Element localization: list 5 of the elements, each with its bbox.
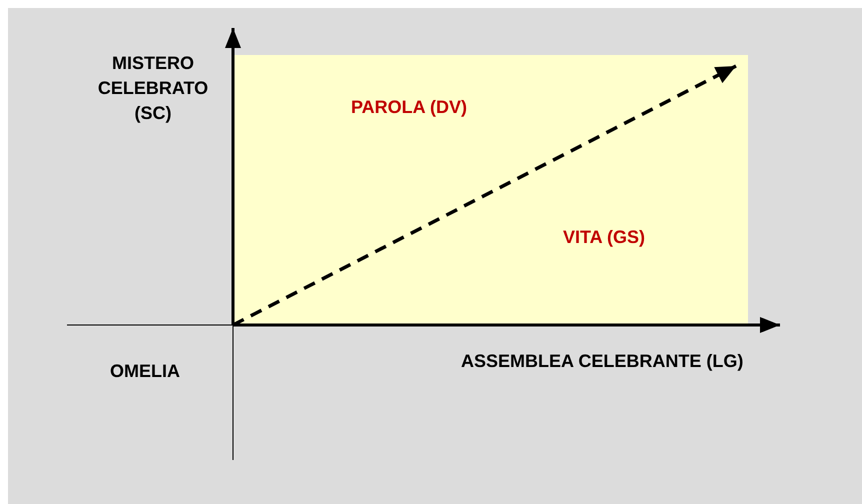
region-label: VITA (GS): [563, 226, 645, 248]
axis-title: MISTERO CELEBRATO (SC): [96, 52, 210, 125]
quadrant-label: OMELIA: [110, 360, 180, 382]
region-label: PAROLA (DV): [351, 96, 467, 118]
axis-title: ASSEMBLEA CELEBRANTE (LG): [461, 350, 744, 372]
